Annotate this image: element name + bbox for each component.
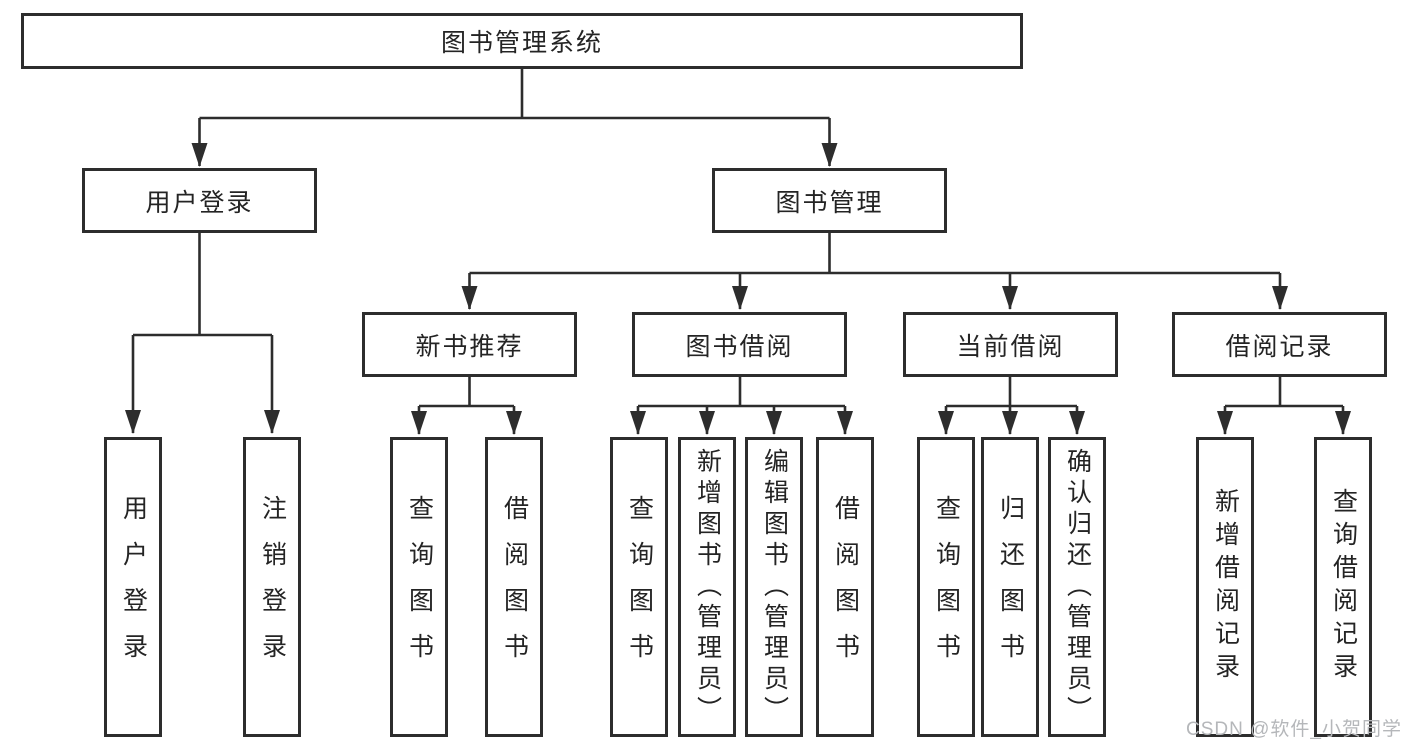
node-borrow-records-box: 借阅记录 <box>1172 312 1387 377</box>
node-book-mgmt-label: 图书管理 <box>775 188 884 217</box>
leaf-borrow-add-label: 新增图书（管理员） <box>693 447 722 727</box>
leaf-newbooks-borrow-box: 借阅图书 <box>485 437 543 737</box>
node-new-books-box: 新书推荐 <box>362 312 577 377</box>
leaf-borrow-edit-box: 编辑图书（管理员） <box>745 437 803 737</box>
leaf-current-confirm-box: 确认归还（管理员） <box>1048 437 1106 737</box>
leaf-borrow-query-label: 查询图书 <box>625 495 654 679</box>
node-book-borrow-label: 图书借阅 <box>685 332 794 361</box>
leaf-logout-box: 注销登录 <box>243 437 301 737</box>
leaf-records-query-box: 查询借阅记录 <box>1314 437 1372 737</box>
node-new-books-label: 新书推荐 <box>415 332 524 361</box>
node-user-login-box: 用户登录 <box>82 168 317 233</box>
node-book-borrow-box: 图书借阅 <box>632 312 847 377</box>
node-root-label: 图书管理系统 <box>440 29 603 57</box>
leaf-borrow-add-box: 新增图书（管理员） <box>678 437 736 737</box>
leaf-current-query-label: 查询图书 <box>932 495 961 679</box>
leaf-borrow-borrow-label: 借阅图书 <box>831 495 860 679</box>
leaf-borrow-borrow-box: 借阅图书 <box>816 437 874 737</box>
leaf-newbooks-query-box: 查询图书 <box>390 437 448 737</box>
leaf-user-login-box: 用户登录 <box>104 437 162 737</box>
node-current-borrow-box: 当前借阅 <box>903 312 1118 377</box>
leaf-current-return-label: 归还图书 <box>996 495 1025 679</box>
leaf-records-add-box: 新增借阅记录 <box>1196 437 1254 737</box>
node-current-borrow-label: 当前借阅 <box>956 332 1065 361</box>
leaf-current-confirm-label: 确认归还（管理员） <box>1063 447 1092 727</box>
leaf-current-query-box: 查询图书 <box>917 437 975 737</box>
node-user-login-label: 用户登录 <box>145 188 254 217</box>
leaf-logout-label: 注销登录 <box>258 495 287 679</box>
leaf-records-query-label: 查询借阅记录 <box>1329 488 1358 686</box>
leaf-newbooks-borrow-label: 借阅图书 <box>500 495 529 679</box>
leaf-records-add-label: 新增借阅记录 <box>1211 488 1240 686</box>
leaf-borrow-query-box: 查询图书 <box>610 437 668 737</box>
csdn-watermark: CSDN @软件_小贺同学 <box>1186 719 1402 740</box>
node-root-box: 图书管理系统 <box>21 13 1023 69</box>
leaf-user-login-label: 用户登录 <box>119 495 148 679</box>
leaf-newbooks-query-label: 查询图书 <box>405 495 434 679</box>
node-borrow-records-label: 借阅记录 <box>1225 332 1334 361</box>
node-book-mgmt-box: 图书管理 <box>712 168 947 233</box>
leaf-current-return-box: 归还图书 <box>981 437 1039 737</box>
leaf-borrow-edit-label: 编辑图书（管理员） <box>760 447 789 727</box>
